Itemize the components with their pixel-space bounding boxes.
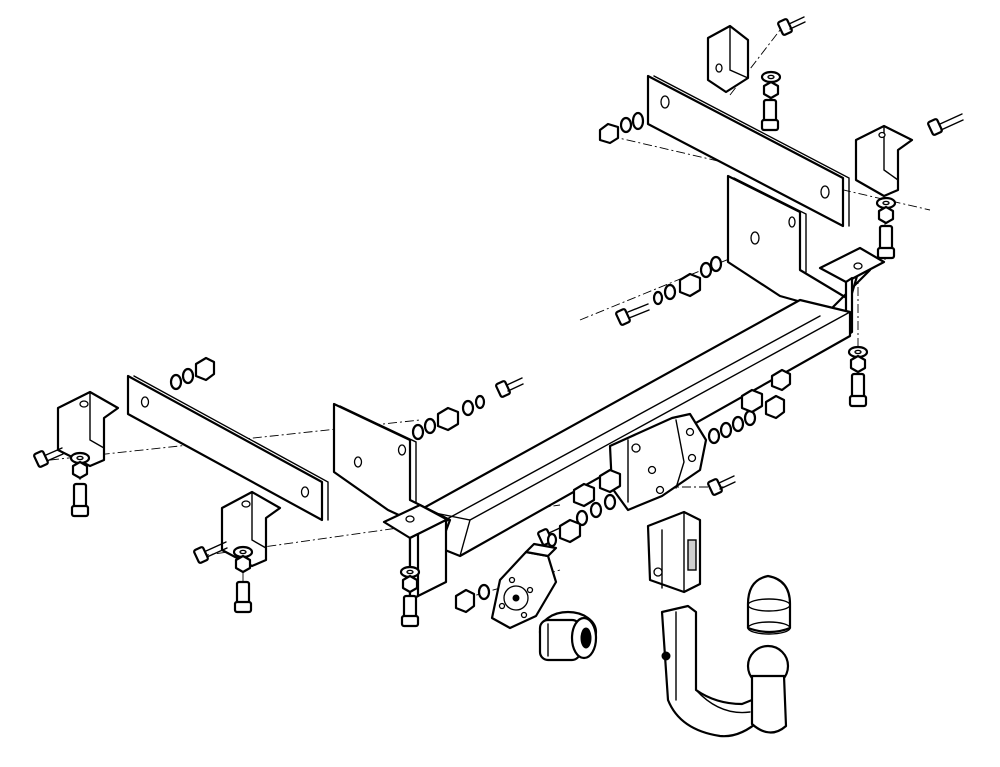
left-side-bracket: [332, 402, 452, 602]
main-cross-beam: [418, 298, 852, 558]
washers-and-nuts: [69, 70, 897, 614]
vertical-bolt-5: [70, 482, 90, 518]
ball-mount-plate: [608, 412, 708, 512]
vertical-bolt-4: [400, 594, 420, 628]
bolt-ball-plate: [707, 475, 736, 496]
right-angle-bracket-top: [706, 24, 750, 94]
left-angle-bracket-top: [56, 390, 120, 468]
tow-ball-cap: [746, 574, 792, 635]
socket-bracket: [490, 542, 558, 630]
left-mounting-plate: [126, 374, 329, 522]
bolt-right-middle: [615, 303, 650, 326]
bolt-top-right: [777, 16, 806, 36]
bolt-left-lower: [193, 541, 228, 564]
bolt-centre-upper: [495, 377, 524, 398]
bolt-left-upper: [33, 447, 64, 468]
right-mounting-plate: [646, 74, 850, 228]
ball-receiver: [646, 510, 702, 594]
right-angle-bracket-mid: [854, 124, 914, 198]
bolt-right-upper: [927, 113, 964, 136]
tow-ball-neck: [660, 604, 790, 738]
vertical-bolt-3: [848, 372, 868, 408]
bolts: [33, 16, 964, 628]
vertical-bolt-6: [233, 580, 253, 614]
vertical-bolt-2: [876, 224, 896, 260]
vertical-bolt-1: [760, 98, 780, 132]
electrical-socket: [538, 610, 598, 662]
right-side-bracket: [726, 174, 886, 338]
